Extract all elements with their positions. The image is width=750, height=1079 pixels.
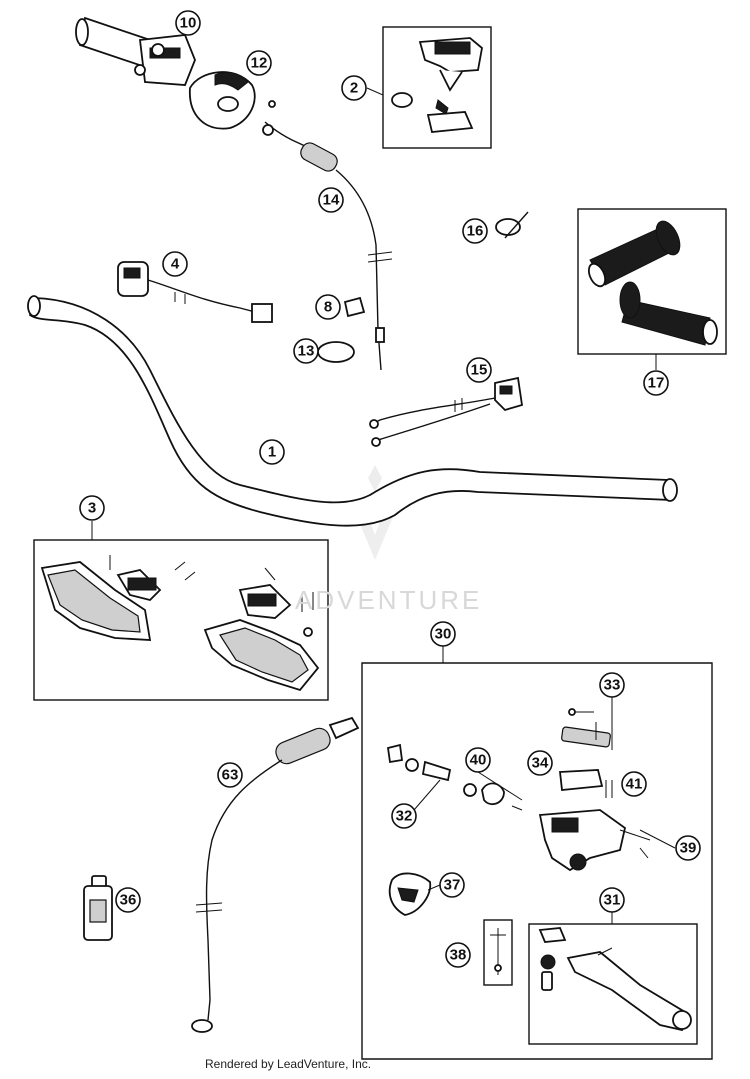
callout-30: 30 (430, 621, 456, 647)
callout-8: 8 (315, 294, 341, 320)
svg-text:14: 14 (323, 192, 340, 209)
svg-text:2: 2 (350, 80, 358, 97)
fluid-bottle (83, 875, 113, 941)
svg-text:37: 37 (444, 877, 461, 894)
clutch-switch (369, 376, 524, 447)
callout-37: 37 (439, 872, 465, 898)
svg-text:8: 8 (324, 299, 332, 316)
callout-34: 34 (527, 750, 553, 776)
callout-31: 31 (599, 887, 625, 913)
callout-41: 41 (621, 771, 647, 797)
svg-text:15: 15 (471, 362, 488, 379)
callout-63: 63 (217, 762, 243, 788)
svg-text:38: 38 (450, 947, 467, 964)
footer-credit: Rendered by LeadVenture, Inc. (205, 1057, 372, 1071)
svg-text:3: 3 (88, 500, 96, 517)
callout-13: 13 (293, 338, 319, 364)
svg-text:32: 32 (396, 808, 413, 825)
svg-text:12: 12 (251, 55, 268, 72)
clutch-hose (191, 716, 360, 1033)
callout-17: 17 (643, 370, 669, 396)
watermark-text: ADVENTURE (295, 585, 483, 615)
callout-4: 4 (162, 251, 188, 277)
throttle-cover (189, 71, 276, 130)
throttle-cable (262, 121, 393, 371)
left-switch (117, 261, 273, 323)
svg-text:30: 30 (435, 626, 452, 643)
handlebar (27, 295, 678, 527)
svg-text:39: 39 (680, 840, 697, 857)
callout-36: 36 (115, 887, 141, 913)
svg-text:10: 10 (180, 15, 197, 32)
svg-text:17: 17 (648, 375, 665, 392)
callout-2: 2 (341, 75, 367, 101)
svg-text:41: 41 (626, 776, 643, 793)
svg-text:13: 13 (298, 343, 315, 360)
kill-switch-box (382, 26, 492, 149)
clip (343, 296, 366, 318)
callout-15: 15 (466, 357, 492, 383)
svg-text:16: 16 (467, 223, 484, 240)
svg-text:40: 40 (470, 752, 487, 769)
callout-10: 10 (175, 10, 201, 36)
callout-39: 39 (675, 835, 701, 861)
callout-33: 33 (599, 672, 625, 698)
svg-text:33: 33 (604, 677, 621, 694)
svg-text:34: 34 (532, 755, 549, 772)
callout-16: 16 (462, 218, 488, 244)
svg-text:1: 1 (268, 444, 276, 461)
svg-text:4: 4 (171, 256, 180, 273)
grips-box (577, 208, 727, 355)
callout-1: 1 (259, 439, 285, 465)
leader-lines (91, 87, 676, 924)
svg-text:36: 36 (120, 892, 137, 909)
callout-38: 38 (445, 942, 471, 968)
o-ring (317, 341, 355, 363)
clutch-master-box (361, 646, 713, 1060)
callout-14: 14 (318, 187, 344, 213)
handguards-box (33, 539, 329, 701)
svg-text:31: 31 (604, 892, 621, 909)
cable-tie (495, 211, 529, 239)
callout-40: 40 (465, 747, 491, 773)
svg-text:63: 63 (222, 767, 239, 784)
callout-32: 32 (391, 803, 417, 829)
callout-3: 3 (79, 495, 105, 521)
callout-12: 12 (246, 50, 272, 76)
throttle-grip (75, 16, 196, 86)
